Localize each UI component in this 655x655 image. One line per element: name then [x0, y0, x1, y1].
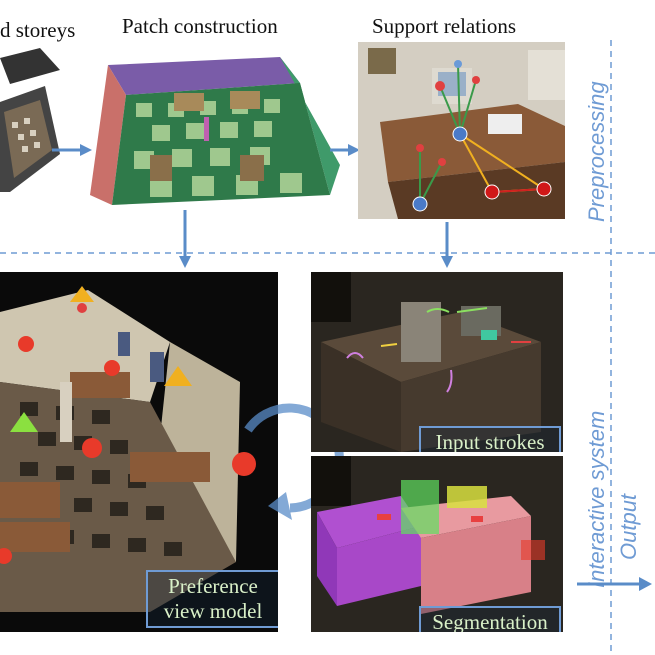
segmentation-panel: Segmentation — [311, 456, 563, 632]
arrow-down-1 — [179, 210, 191, 268]
dashed-divider-vertical — [610, 40, 612, 655]
input-strokes-panel: Input strokes — [311, 272, 563, 452]
interactive-system-label: Interactive system — [584, 410, 609, 588]
storeys-panel — [0, 42, 60, 192]
support-relations-panel — [358, 42, 565, 219]
storeys-title: d storeys — [0, 18, 76, 42]
preference-caption-line1: Preference — [168, 574, 258, 598]
arrow-right-1 — [52, 144, 92, 156]
support-relations-title: Support relations — [372, 14, 517, 38]
preference-caption-line2: view model — [163, 599, 263, 623]
input-strokes-caption: Input strokes — [419, 426, 561, 452]
output-label: Output — [616, 493, 641, 560]
arrow-down-2 — [441, 222, 453, 268]
segmentation-caption: Segmentation — [419, 606, 561, 632]
patch-construction-title: Patch construction — [122, 14, 278, 38]
arrow-right-2 — [330, 144, 360, 156]
patch-construction-panel — [90, 55, 340, 205]
preprocessing-label: Preprocessing — [584, 81, 609, 222]
preference-view-panel: Preference view model — [0, 272, 278, 632]
output-arrow — [577, 577, 652, 591]
dashed-divider-horizontal — [0, 252, 655, 254]
preference-view-caption: Preference view model — [146, 570, 278, 628]
